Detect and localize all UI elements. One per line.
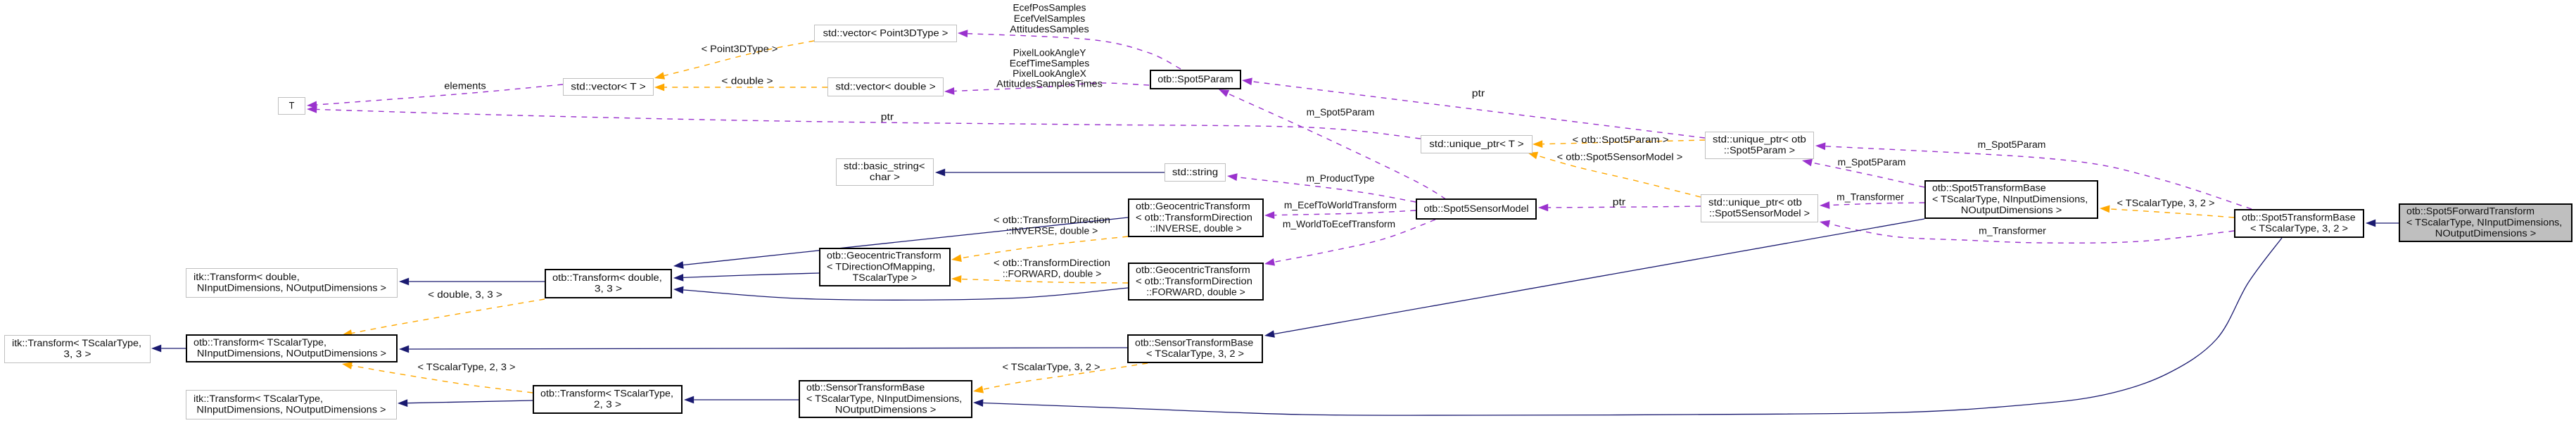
svg-text:::INVERSE, double >: ::INVERSE, double > [1150,223,1242,234]
svg-text:std::basic_string<: std::basic_string< [844,161,925,172]
svg-text:std::string: std::string [1172,167,1218,177]
svg-text:EcefTimeSamples: EcefTimeSamples [1010,58,1090,68]
svg-text:< TScalarType, 3, 2 >: < TScalarType, 3, 2 > [1003,362,1100,372]
svg-text:< TDirectionOfMapping,: < TDirectionOfMapping, [827,261,935,272]
svg-text:m_Spot5Param: m_Spot5Param [1307,107,1375,118]
svg-text:::FORWARD, double >: ::FORWARD, double > [1003,268,1102,279]
svg-text:NOutputDimensions >: NOutputDimensions > [2435,228,2537,239]
svg-text:< TScalarType, NInputDimension: < TScalarType, NInputDimensions, [1932,194,2088,204]
svg-text:otb::SensorTransformBase: otb::SensorTransformBase [806,382,925,393]
svg-text:m_ProductType: m_ProductType [1307,173,1375,184]
svg-text:< TScalarType, NInputDimension: < TScalarType, NInputDimensions, [2406,217,2562,227]
svg-text:std::vector< Point3DType >: std::vector< Point3DType > [823,27,948,38]
svg-text:< TScalarType, NInputDimension: < TScalarType, NInputDimensions, [806,393,962,404]
svg-text:EcefVelSamples: EcefVelSamples [1014,13,1086,24]
svg-text:ptr: ptr [1472,88,1485,99]
svg-text:std::unique_ptr< otb: std::unique_ptr< otb [1713,134,1806,145]
svg-text:PixelLookAngleY: PixelLookAngleY [1013,47,1086,58]
svg-text:AttitudesSamples: AttitudesSamples [1010,24,1089,34]
svg-text:otb::SensorTransformBase: otb::SensorTransformBase [1135,338,1253,348]
svg-text:otb::Transform< TScalarType,: otb::Transform< TScalarType, [193,337,326,348]
svg-text:std::vector< double >: std::vector< double > [835,81,935,91]
svg-text:otb::GeocentricTransform: otb::GeocentricTransform [1136,265,1250,275]
svg-text:< TScalarType, 3, 2 >: < TScalarType, 3, 2 > [1146,348,1244,359]
svg-text:std::unique_ptr< T >: std::unique_ptr< T > [1429,139,1524,149]
svg-text:itk::Transform< TScalarType,: itk::Transform< TScalarType, [12,338,141,348]
svg-text:char >: char > [870,172,900,182]
svg-text:otb::Spot5SensorModel: otb::Spot5SensorModel [1423,203,1528,214]
svg-text:EcefPosSamples: EcefPosSamples [1013,3,1086,13]
svg-text:elements: elements [444,81,486,91]
svg-text:< TScalarType, 3, 2 >: < TScalarType, 3, 2 > [2250,223,2348,234]
svg-text:m_Transformer: m_Transformer [1836,192,1904,203]
svg-text:::Spot5Param >: ::Spot5Param > [1724,145,1795,156]
svg-text:m_Spot5Param: m_Spot5Param [1978,139,2046,150]
svg-text:::Spot5SensorModel >: ::Spot5SensorModel > [1709,208,1810,219]
svg-text:m_Spot5Param: m_Spot5Param [1838,157,1906,168]
svg-text:ptr: ptr [881,112,894,122]
svg-text:< otb::TransformDirection: < otb::TransformDirection [994,215,1110,225]
svg-text:< TScalarType, 3, 2 >: < TScalarType, 3, 2 > [2117,198,2215,208]
svg-text:otb::Spot5ForwardTransform: otb::Spot5ForwardTransform [2406,206,2534,217]
svg-text:NInputDimensions, NOutputDimen: NInputDimensions, NOutputDimensions > [197,348,386,359]
svg-text:2, 3 >: 2, 3 > [594,399,621,410]
svg-text:m_Transformer: m_Transformer [1979,226,2046,236]
svg-text:< otb::Spot5Param >: < otb::Spot5Param > [1573,134,1669,145]
svg-text:otb::Spot5TransformBase: otb::Spot5TransformBase [2242,213,2356,223]
svg-text:AttitudesSamplesTimes: AttitudesSamplesTimes [996,79,1103,89]
svg-text:ptr: ptr [1613,197,1626,208]
svg-text:< double >: < double > [721,76,773,87]
svg-text:::INVERSE, double >: ::INVERSE, double > [1006,225,1098,236]
svg-text:T: T [289,100,295,111]
svg-text:std::vector< T >: std::vector< T > [571,81,646,91]
svg-text:TScalarType >: TScalarType > [853,272,918,283]
svg-text:otb::Spot5Param: otb::Spot5Param [1157,74,1233,84]
svg-text:otb::GeocentricTransform: otb::GeocentricTransform [827,251,941,261]
svg-text:otb::Spot5TransformBase: otb::Spot5TransformBase [1932,183,2046,194]
svg-text:NOutputDimensions >: NOutputDimensions > [835,404,937,415]
svg-text:< TScalarType, 2, 3 >: < TScalarType, 2, 3 > [418,362,516,372]
svg-text:::FORWARD, double >: ::FORWARD, double > [1146,286,1245,297]
svg-text:m_WorldToEcefTransform: m_WorldToEcefTransform [1283,219,1395,229]
svg-text:m_EcefToWorldTransform: m_EcefToWorldTransform [1284,200,1397,210]
svg-text:NOutputDimensions >: NOutputDimensions > [1961,205,2062,215]
svg-text:< double, 3, 3 >: < double, 3, 3 > [428,289,502,300]
svg-text:< Point3DType >: < Point3DType > [702,44,778,54]
svg-text:NInputDimensions, NOutputDimen: NInputDimensions, NOutputDimensions > [197,283,386,293]
svg-text:NInputDimensions, NOutputDimen: NInputDimensions, NOutputDimensions > [196,405,386,415]
svg-text:otb::Transform< TScalarType,: otb::Transform< TScalarType, [540,389,673,399]
svg-text:< otb::TransformDirection: < otb::TransformDirection [1136,212,1252,222]
svg-text:3, 3 >: 3, 3 > [595,284,622,294]
svg-text:< otb::Spot5SensorModel >: < otb::Spot5SensorModel > [1557,152,1683,163]
svg-text:otb::Transform< double,: otb::Transform< double, [552,272,662,283]
svg-text:itk::Transform< TScalarType,: itk::Transform< TScalarType, [193,393,323,404]
svg-text:3, 3 >: 3, 3 > [63,349,91,360]
svg-text:PixelLookAngleX: PixelLookAngleX [1013,68,1086,79]
svg-text:otb::GeocentricTransform: otb::GeocentricTransform [1136,201,1250,212]
svg-text:< otb::TransformDirection: < otb::TransformDirection [994,258,1110,268]
svg-text:< otb::TransformDirection: < otb::TransformDirection [1136,276,1252,286]
svg-text:itk::Transform< double,: itk::Transform< double, [193,272,300,282]
svg-text:std::unique_ptr< otb: std::unique_ptr< otb [1708,197,1802,208]
